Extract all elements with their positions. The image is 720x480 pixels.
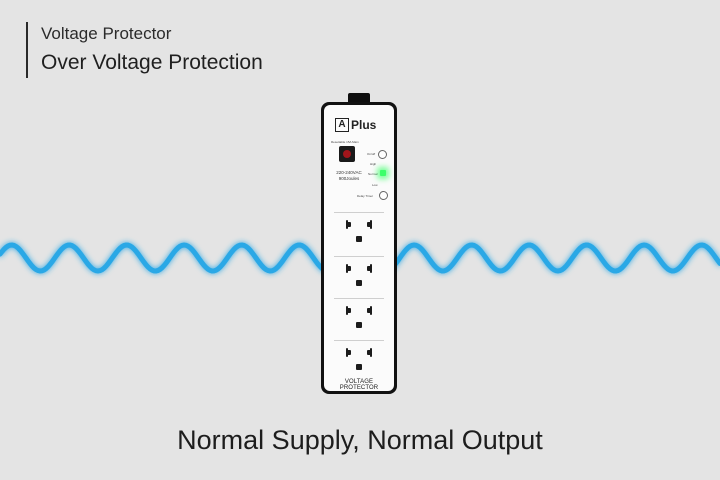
footer-label: VOLTAGE PROTECTOR [339, 379, 379, 391]
socket-hole-icon [367, 222, 372, 227]
brand-letter: A [335, 118, 349, 132]
socket-hole-icon [356, 322, 362, 328]
socket-hole-icon [367, 266, 372, 271]
indicator-normal: Normal [368, 172, 378, 176]
header: Voltage Protector Over Voltage Protectio… [26, 22, 263, 78]
outlet-divider [334, 256, 384, 257]
caption: Normal Supply, Normal Output [177, 425, 543, 455]
indicator-onoff: On/off [367, 152, 376, 156]
delay-knob-icon[interactable] [379, 191, 388, 200]
socket-hole-icon [346, 220, 348, 229]
socket-hole-icon [356, 236, 362, 242]
socket-hole-icon [346, 306, 348, 315]
normal-led-icon [380, 170, 386, 176]
switch-light-icon [343, 150, 351, 158]
header-title: Over Voltage Protection [41, 51, 263, 74]
outlet-1 [334, 212, 384, 256]
outlet-divider [334, 298, 384, 299]
socket-hole-icon [356, 364, 362, 370]
socket-hole-icon [370, 306, 372, 315]
socket-hole-icon [367, 308, 372, 313]
socket-hole-icon [356, 280, 362, 286]
socket-hole-icon [370, 348, 372, 357]
outlet-4 [334, 340, 384, 384]
brand-name: Plus [351, 118, 377, 132]
indicator-delay: Delay Timer [357, 194, 374, 198]
indicator-low: Low [372, 183, 378, 187]
outlet-divider [334, 340, 384, 341]
socket-hole-icon [370, 264, 372, 273]
switch-label: Resettable 15A Main [331, 140, 359, 144]
rating-label: 220-240VAC 900Joules [332, 170, 366, 182]
socket-hole-icon [346, 348, 348, 357]
socket-hole-icon [346, 266, 351, 271]
main-switch[interactable] [339, 146, 355, 162]
outlet-divider [334, 212, 384, 213]
brand-logo: A Plus [335, 118, 376, 132]
outlet-3 [334, 298, 384, 342]
outlet-2 [334, 256, 384, 300]
socket-hole-icon [346, 308, 351, 313]
rating-energy: 900Joules [338, 176, 360, 181]
onoff-knob-icon[interactable] [378, 150, 387, 159]
header-subtitle: Voltage Protector [41, 24, 172, 43]
power-strip [321, 102, 397, 394]
socket-hole-icon [367, 350, 372, 355]
rating-voltage: 220-240VAC [336, 170, 362, 175]
indicator-high: High [370, 162, 377, 166]
socket-hole-icon [346, 222, 351, 227]
socket-hole-icon [346, 350, 351, 355]
socket-hole-icon [370, 220, 372, 229]
socket-hole-icon [346, 264, 348, 273]
